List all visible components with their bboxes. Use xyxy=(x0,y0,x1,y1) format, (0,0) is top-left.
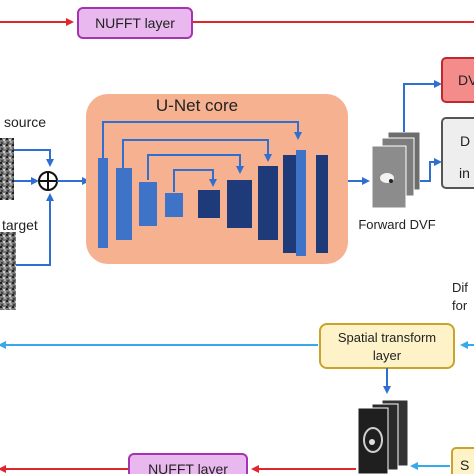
decoder-block-2 xyxy=(227,180,252,228)
dvf-to-gray-box-arrow xyxy=(420,158,442,182)
skip-connection-3 xyxy=(147,154,244,180)
dvf-output-red-label: DVF xyxy=(458,72,474,88)
encoder-block-2 xyxy=(116,168,132,240)
target-label: target xyxy=(2,217,38,233)
dvf-to-red-box-arrow xyxy=(403,80,442,132)
right-text-line-1: Dif xyxy=(452,280,468,295)
decoder-block-5 xyxy=(296,150,306,256)
nufft-layer-bottom-box xyxy=(128,453,248,474)
nufft-layer-bottom-label: NUFFT layer xyxy=(148,461,228,474)
gray-box-label-2: in xyxy=(459,165,470,181)
source-to-sum-arrow xyxy=(14,149,54,167)
warped-image-feature xyxy=(363,427,383,453)
spatial-transform-row: Spatial transform layer xyxy=(0,323,474,394)
gray-output-box xyxy=(441,117,474,189)
skip-connection-4 xyxy=(173,169,217,192)
target-to-sum-arrow xyxy=(16,193,54,266)
decoder-block-3 xyxy=(258,166,278,240)
top-nufft-row: NUFFT layer xyxy=(0,7,474,39)
spatial-transform-label-1: Spatial transform xyxy=(338,330,436,345)
encoder-block-1 xyxy=(98,158,108,248)
unet-core: U-Net core xyxy=(86,94,348,264)
output-block xyxy=(316,155,328,253)
left-inputs: source target xyxy=(0,114,90,310)
dvf-output-red-box xyxy=(441,57,474,103)
skip-connection-1 xyxy=(102,121,302,158)
source-image xyxy=(0,138,14,200)
nufft-layer-top-box xyxy=(77,7,193,39)
bottom-right-box-label: S xyxy=(460,457,469,473)
encoder-block-3 xyxy=(139,182,157,226)
bottom-row: NUFFT layer S xyxy=(0,399,474,474)
right-text-line-2: for xyxy=(452,298,468,313)
forward-dvf-label: Forward DVF xyxy=(358,217,435,232)
decoder-block-1 xyxy=(198,190,220,218)
bottom-right-box xyxy=(451,447,474,474)
skip-connection-2 xyxy=(122,139,272,168)
encoder-block-4 xyxy=(165,193,183,217)
nufft-layer-top-label: NUFFT layer xyxy=(95,15,175,31)
spatial-transform-label-2: layer xyxy=(373,348,402,363)
unet-core-label: U-Net core xyxy=(156,96,238,115)
source-label: source xyxy=(4,114,46,130)
gray-box-label-1: D xyxy=(460,133,470,149)
forward-dvf-group: Forward DVF DVF D in Dif for xyxy=(348,57,474,313)
target-image xyxy=(0,232,16,310)
